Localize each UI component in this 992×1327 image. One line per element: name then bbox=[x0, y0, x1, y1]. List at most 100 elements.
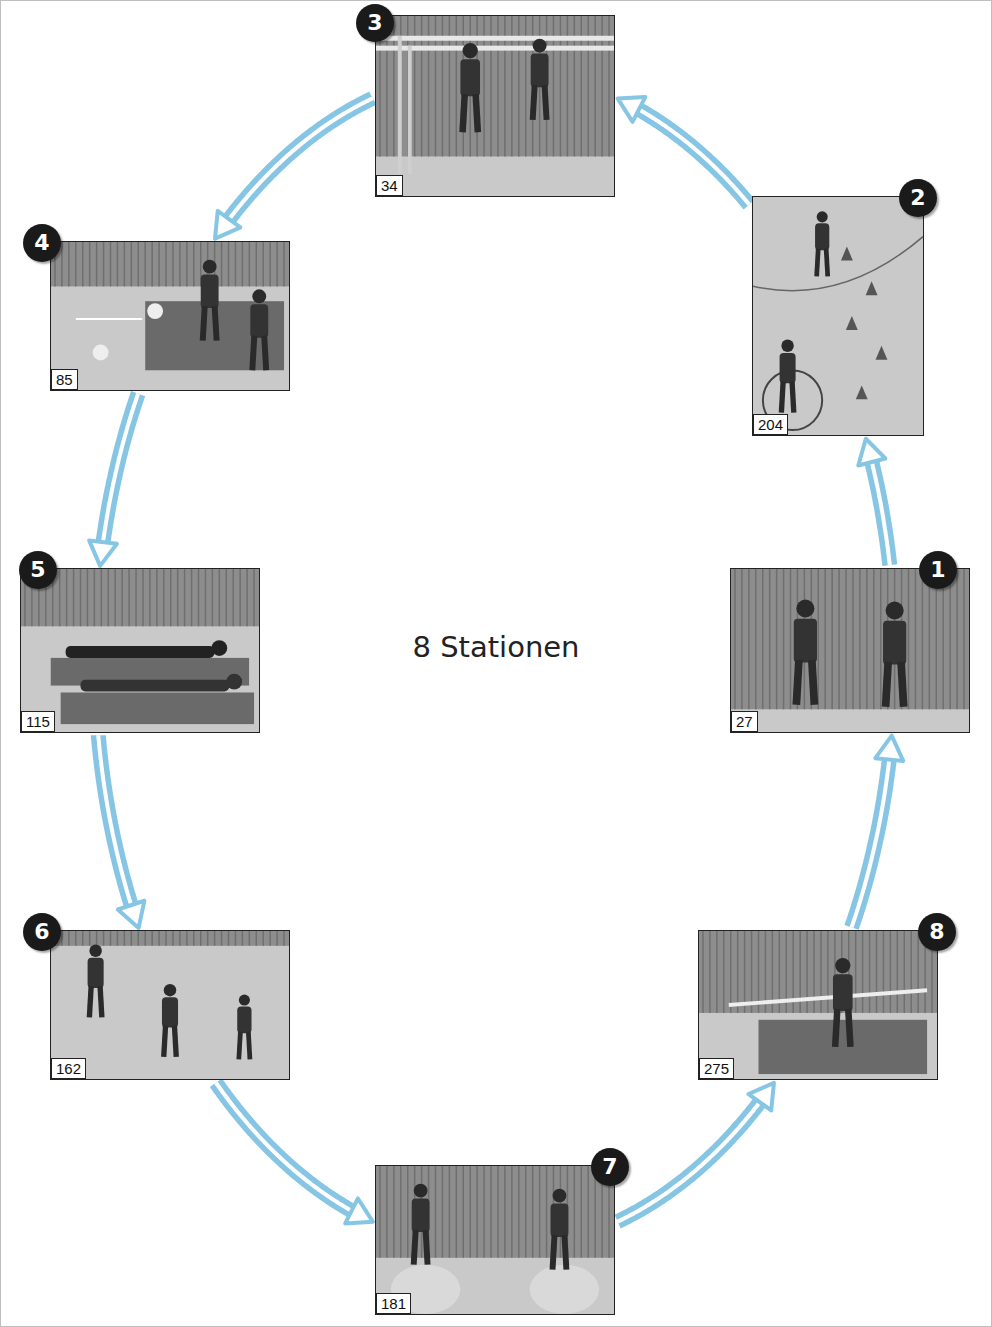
wall-slat bbox=[880, 569, 881, 709]
arrow-head bbox=[618, 97, 646, 122]
station-arrow bbox=[618, 1083, 774, 1222]
wall-slat bbox=[283, 931, 284, 946]
station-photo bbox=[376, 16, 614, 196]
arrow-gap bbox=[98, 735, 132, 908]
wall-slat bbox=[117, 931, 118, 946]
wall-slat bbox=[463, 1166, 464, 1258]
wall-slat bbox=[200, 931, 201, 946]
torso bbox=[460, 59, 480, 96]
wall-slat bbox=[82, 931, 83, 946]
wall-slat bbox=[73, 569, 74, 626]
wall-slat bbox=[949, 569, 950, 709]
wall-slat bbox=[737, 931, 738, 1013]
wall-slat bbox=[497, 1166, 498, 1258]
torso bbox=[531, 54, 549, 88]
wall-slat bbox=[379, 1166, 380, 1258]
photo-floor bbox=[376, 1166, 614, 1314]
wall-slat bbox=[730, 931, 731, 1013]
photo-wall bbox=[21, 569, 259, 626]
wall-slat bbox=[110, 931, 111, 946]
station-photo bbox=[699, 931, 937, 1079]
bar bbox=[376, 36, 614, 41]
leg bbox=[848, 1009, 850, 1047]
wall-slat bbox=[75, 242, 76, 286]
wall-slat bbox=[922, 569, 923, 709]
wall-slat bbox=[755, 569, 756, 709]
wall-slat bbox=[117, 242, 118, 286]
wall-slat bbox=[172, 242, 173, 286]
wall-slat bbox=[165, 242, 166, 286]
arrow-gap bbox=[636, 108, 749, 205]
wall-slat bbox=[783, 569, 784, 709]
station-photo bbox=[376, 1166, 614, 1314]
station-photo bbox=[21, 569, 259, 732]
photo-floor bbox=[376, 16, 614, 196]
wall-slat bbox=[80, 569, 81, 626]
wall-slat bbox=[144, 931, 145, 946]
arrow-band bbox=[103, 394, 139, 546]
leg bbox=[264, 336, 266, 371]
wall-slat bbox=[253, 569, 254, 626]
wall-slat bbox=[504, 1166, 505, 1258]
head bbox=[414, 1184, 428, 1198]
head bbox=[164, 984, 176, 996]
wall-slat bbox=[587, 1166, 588, 1258]
wall-slat bbox=[723, 931, 724, 1013]
wall-slat bbox=[221, 242, 222, 286]
wall-slat bbox=[151, 242, 152, 286]
photo-wall bbox=[51, 242, 289, 286]
wall-slat bbox=[193, 242, 194, 286]
page-number: 162 bbox=[51, 1058, 86, 1079]
wall-slat bbox=[539, 1166, 540, 1258]
station-photo bbox=[51, 242, 289, 390]
wall-slat bbox=[207, 931, 208, 946]
wall-slat bbox=[219, 569, 220, 626]
arrow-head bbox=[749, 1083, 774, 1111]
wall-slat bbox=[226, 569, 227, 626]
arrow-gap bbox=[852, 756, 890, 927]
diagram-title: 8 Stationen bbox=[296, 630, 696, 664]
page-number: 27 bbox=[731, 711, 758, 732]
wall-slat bbox=[191, 569, 192, 626]
photo-floor bbox=[731, 569, 969, 732]
wall-slat bbox=[862, 931, 863, 1013]
head bbox=[211, 640, 227, 656]
leg bbox=[215, 306, 217, 341]
wall-slat bbox=[249, 242, 250, 286]
wall-slat bbox=[734, 569, 735, 709]
torso bbox=[883, 621, 906, 665]
wall-slat bbox=[151, 931, 152, 946]
wall-slat bbox=[769, 569, 770, 709]
torso bbox=[815, 223, 829, 250]
station-photo-box: 127 bbox=[730, 568, 970, 733]
wall-slat bbox=[518, 1166, 519, 1258]
wall-slat bbox=[476, 1166, 477, 1258]
wall-slat bbox=[212, 569, 213, 626]
wall-slat bbox=[246, 569, 247, 626]
wall-slat bbox=[221, 931, 222, 946]
arrow-band bbox=[98, 735, 132, 908]
body-plank bbox=[81, 680, 230, 692]
distance-arrow bbox=[76, 318, 142, 320]
head bbox=[203, 260, 217, 274]
arrow-band bbox=[852, 756, 890, 927]
arrow-gap bbox=[871, 459, 890, 566]
torso bbox=[794, 619, 817, 663]
photo-wall bbox=[51, 931, 289, 946]
photo-wall bbox=[699, 931, 937, 1013]
wall-slat bbox=[82, 242, 83, 286]
leg bbox=[100, 986, 102, 1017]
body-plank bbox=[66, 646, 215, 658]
arrow-gap bbox=[618, 1100, 762, 1222]
wall-slat bbox=[256, 931, 257, 946]
station-arrow bbox=[852, 736, 904, 928]
station-photo-box: 5115 bbox=[20, 568, 260, 733]
wall-slat bbox=[442, 1166, 443, 1258]
wall-slat bbox=[59, 569, 60, 626]
page-number: 204 bbox=[753, 414, 788, 435]
wall-slat bbox=[235, 242, 236, 286]
wall-slat bbox=[262, 931, 263, 946]
wall-slat bbox=[744, 931, 745, 1013]
arrow-head bbox=[345, 1198, 373, 1223]
head bbox=[252, 289, 266, 303]
